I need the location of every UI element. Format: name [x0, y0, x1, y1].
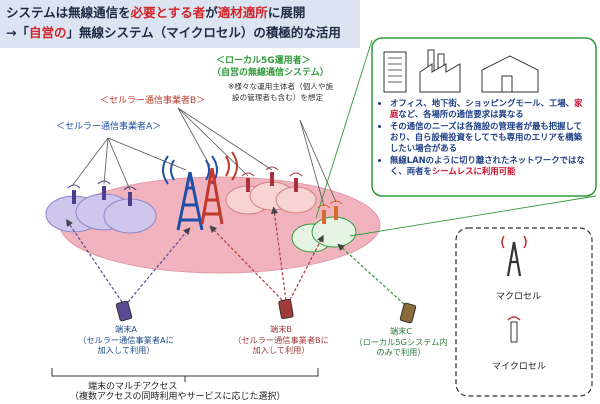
carrier-a-macro-tower [162, 155, 218, 231]
local5g-cell [311, 216, 357, 248]
terminal-a-label: 端末A （セルラー通信事業者Aに 加入して利用） [78, 324, 174, 355]
legend-micro-label: マイクロセル [492, 362, 546, 372]
label-carrier-b: ＜セルラー通信事業者B＞ [100, 96, 206, 106]
label-carrier-a: ＜セルラー通信事業者A＞ [56, 122, 162, 132]
info-bullet-1: オフィス、地下街、ショッピングモール、工場、家庭など、各場所の通信要求は異なる [390, 98, 586, 120]
carrier-b-micro-antenna [241, 166, 303, 192]
note-line-2: 設の管理者も含む）を想定 [232, 93, 324, 102]
info-bullets: オフィス、地下街、ショッピングモール、工場、家庭など、各場所の通信要求は異なる … [380, 98, 586, 178]
terminal-a-phone [115, 300, 133, 322]
info-bullet-2: その通信のニーズは各施設の管理者が最も把握しており、自ら設備投資をしてでも専用の… [390, 121, 586, 154]
legend-macro-label: マクロセル [496, 292, 542, 302]
multi-access-bracket [51, 368, 319, 382]
carrier-b-macro-tower [200, 151, 238, 225]
office-building-icon [383, 51, 407, 93]
macro-cell-icon [501, 235, 527, 277]
terminal-b-label: 端末B （セルラー通信事業者Bに 加入して利用） [233, 324, 329, 355]
title-line-2: →「自営の」無線システム（マイクロセル）の積極的な活用 [6, 25, 341, 40]
note-line-1: ※様々な運用主体者（個人や施 [228, 82, 334, 91]
terminal-b-phone [278, 298, 294, 320]
title-line-1: システムは無線通信を必要とする者が適材適所に展開 [6, 5, 306, 20]
legend-box [455, 227, 593, 397]
terminal-c-label: 端末C （ローカル5Gシステム内 のみで利用） [354, 326, 448, 357]
label-local5g-system: （自営の無線通信システム） [212, 68, 329, 78]
title-box: システムは無線通信を必要とする者が適材適所に展開 →「自営の」無線システム（マイ… [0, 0, 360, 48]
micro-cell-icon [507, 316, 521, 343]
terminal-c-phone [399, 302, 417, 324]
house-icon [481, 55, 539, 93]
info-bullet-3: 無線LANのように切り離されたネットワークではなく、両者をシームレスに利用可能 [390, 155, 586, 177]
label-local5g-operator: ＜ローカル5G運用者＞ [216, 56, 311, 66]
factory-icon [419, 49, 461, 93]
multi-access-title: 端末のマルチアクセス [88, 382, 178, 392]
multi-access-desc: （複数アクセスの同時利用やサービスに応じた選択） [70, 392, 286, 402]
